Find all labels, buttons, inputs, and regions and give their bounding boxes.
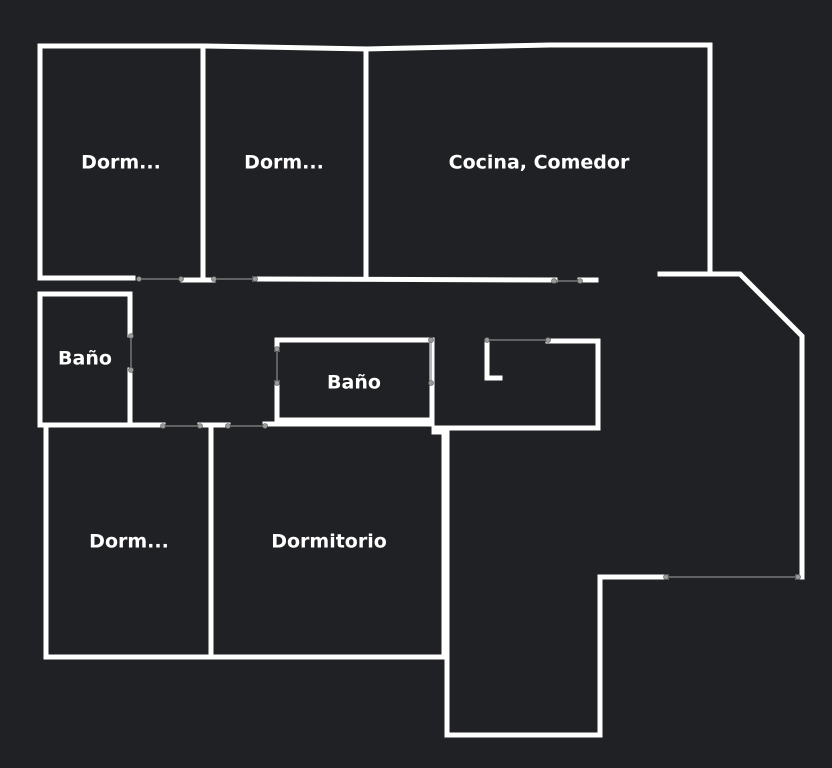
- room-label-bano-1: Baño: [58, 348, 112, 370]
- door-hinge: [274, 346, 280, 352]
- door-hinge: [577, 278, 583, 284]
- door-hinge: [545, 337, 551, 343]
- door-hinge: [197, 423, 203, 429]
- door-hinge: [160, 423, 166, 429]
- wall-bano-1: [37, 291, 133, 428]
- door-hinge: [128, 333, 134, 339]
- room-label-dorm-3: Dorm...: [89, 531, 169, 553]
- wall-top-right: [363, 42, 713, 277]
- room-label-bano-2: Baño: [327, 372, 381, 394]
- room-label-dorm-1: Dorm...: [81, 152, 161, 174]
- door-hinge: [178, 276, 184, 282]
- door-hinge: [252, 276, 258, 282]
- door-hinge: [262, 423, 268, 429]
- wall-dorm-1: [37, 43, 136, 281]
- door-hinge: [128, 367, 134, 373]
- door-hinge: [136, 276, 142, 282]
- walls: [37, 42, 805, 738]
- door-hinge: [225, 423, 231, 429]
- room-label-dormitorio: Dormitorio: [271, 531, 387, 553]
- room-labels: Dorm... Dorm... Cocina, Comedor Baño Bañ…: [58, 152, 630, 553]
- door-hinge: [484, 337, 490, 343]
- wall-closet: [431, 338, 601, 431]
- door-hinge: [274, 380, 280, 386]
- openings: [128, 276, 801, 580]
- wall-bano-2-lower: [274, 380, 435, 423]
- door-hinge: [551, 278, 557, 284]
- window-hinge: [663, 574, 669, 580]
- door-hinge: [211, 276, 217, 282]
- door-hinge: [428, 380, 434, 386]
- wall-bano-2: [274, 337, 435, 386]
- wall-right-outer: [657, 271, 805, 580]
- window-hinge: [795, 574, 801, 580]
- wall-corridor-top-b: [252, 276, 558, 283]
- room-label-dorm-2: Dorm...: [244, 152, 324, 174]
- room-label-cocina-comedor: Cocina, Comedor: [449, 152, 630, 174]
- wall-dorm-3: [43, 425, 447, 660]
- wall-closet-stub: [484, 338, 503, 381]
- wall-right-lower: [431, 429, 669, 738]
- door-hinge: [428, 337, 434, 343]
